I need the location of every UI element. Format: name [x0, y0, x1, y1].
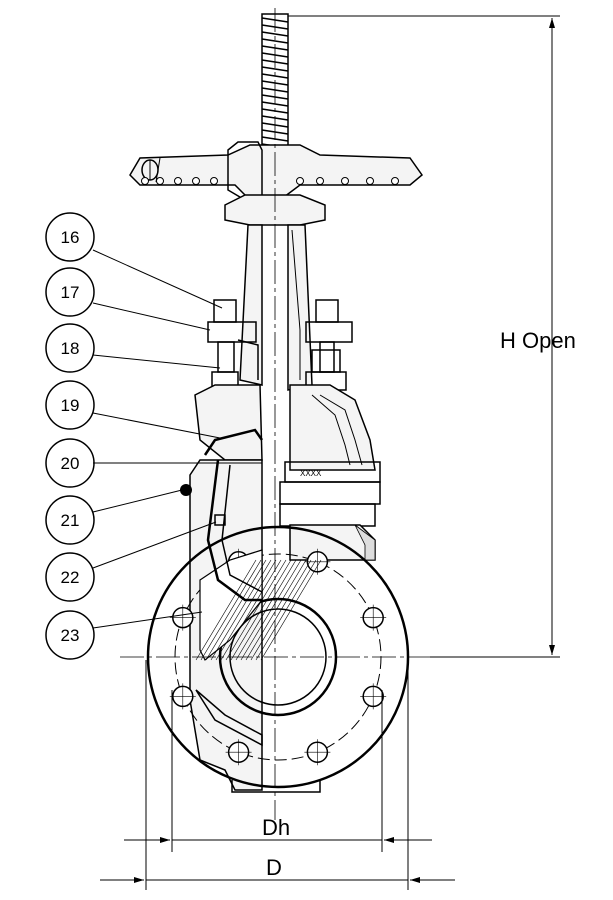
gland-bolt-right: [305, 299, 353, 391]
flange: [146, 525, 410, 793]
callout-18: 18: [45, 323, 95, 373]
callout-20-label: 20: [61, 454, 80, 473]
callout-22-label: 22: [61, 568, 80, 587]
bolt-circle-label: Dh: [262, 815, 290, 840]
callout-23: 23: [45, 610, 95, 660]
callout-20: 20: [45, 438, 95, 488]
svg-text:XXXX: XXXX: [300, 469, 322, 478]
gland-bolt-left: [207, 299, 259, 395]
callout-17: 17: [45, 267, 95, 317]
callout-18-label: 18: [61, 339, 80, 358]
callout-16-label: 16: [61, 228, 80, 247]
bolt-circle-dimension: Dh: [124, 690, 432, 852]
callout-17-label: 17: [61, 283, 80, 302]
callout-16: 16: [45, 212, 95, 262]
callout-23-label: 23: [61, 626, 80, 645]
callout-19-label: 19: [61, 396, 80, 415]
section-cutaway: [180, 428, 322, 747]
height-dimension-label: H Open: [500, 328, 576, 353]
flange-diameter-dimension: D: [100, 660, 455, 890]
center-lines: [120, 8, 430, 820]
callout-19: 19: [45, 380, 95, 430]
callout-leaders: [92, 249, 262, 629]
handwheel: [129, 141, 424, 201]
callout-22: 22: [45, 552, 95, 602]
callout-21-label: 21: [61, 511, 80, 530]
callout-21: 21: [45, 495, 95, 545]
height-dimension: H Open: [288, 15, 576, 658]
flange-diameter-label: D: [266, 855, 282, 880]
